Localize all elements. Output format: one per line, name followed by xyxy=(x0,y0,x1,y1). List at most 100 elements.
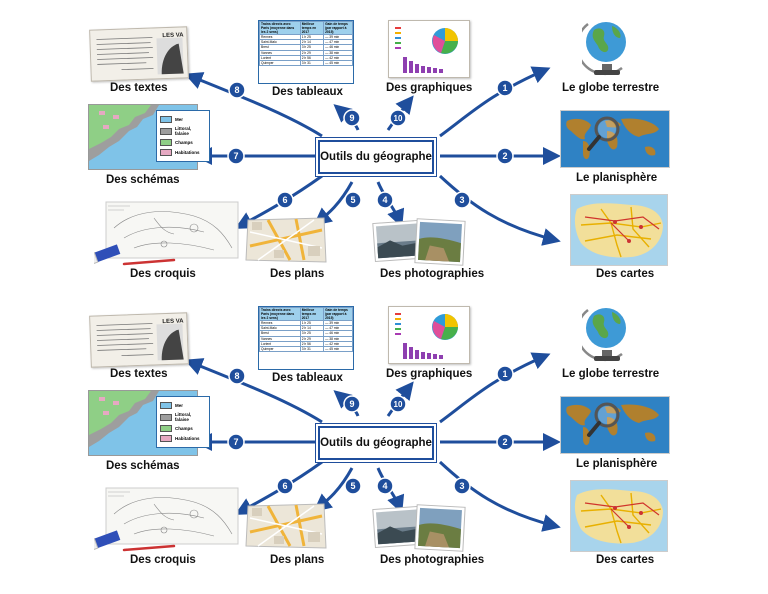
node-label-text: Des schémas xyxy=(106,174,180,186)
num-badge-8: 8 xyxy=(228,367,246,385)
num-badge-1: 1 xyxy=(496,365,514,383)
node-label-text: Le planisphère xyxy=(576,172,658,184)
globe-icon xyxy=(582,302,634,364)
photo-icon xyxy=(370,216,466,268)
city-plan-icon xyxy=(244,502,328,550)
node-number: 4 xyxy=(382,195,387,205)
node-number: 9 xyxy=(349,113,354,123)
node-number: 3 xyxy=(459,481,464,491)
arrow-6 xyxy=(234,174,323,229)
label-photographies: Des photographies xyxy=(380,554,484,566)
node-label-text: Des graphiques xyxy=(386,368,473,380)
node-number: 6 xyxy=(282,195,287,205)
label-textes: Des textes xyxy=(110,368,168,380)
photo-icon xyxy=(370,502,466,554)
legend-item-label: Champs xyxy=(175,426,193,431)
table-icon: Trains directs avec Paris (moyenne dans … xyxy=(258,20,354,84)
label-croquis: Des croquis xyxy=(130,268,196,280)
table-cell: — 47 min xyxy=(323,39,353,46)
node-label-text: Des tableaux xyxy=(272,372,343,384)
node-label-text: Le globe terrestre xyxy=(562,82,660,94)
node-number: 5 xyxy=(350,195,355,205)
table-header-cell: Gain de temps (par rapport à 2015) xyxy=(323,20,353,36)
node-label-text: Des cartes xyxy=(596,554,655,566)
num-badge-6: 6 xyxy=(276,191,294,209)
chart-icon xyxy=(388,20,470,78)
legend-item-label: Champs xyxy=(175,140,193,145)
label-textes: Des textes xyxy=(110,82,168,94)
node-label-text: Des textes xyxy=(110,82,168,94)
center-title-text: Outils du géographe xyxy=(320,437,432,449)
table-cell: — 45 min xyxy=(323,59,353,66)
sketch-icon xyxy=(94,484,244,554)
table-header-cell: Trains directs avec Paris (moyenne dans … xyxy=(259,20,301,36)
legend-item-label: Habitations xyxy=(175,150,200,155)
label-croquis: Des croquis xyxy=(130,554,196,566)
legend-item-label: Habitations xyxy=(175,436,200,441)
label-schemas: Des schémas xyxy=(106,174,180,186)
node-number: 9 xyxy=(349,399,354,409)
num-badge-10: 10 xyxy=(389,109,407,127)
label-cartes: Des cartes xyxy=(596,268,654,280)
world-map-icon xyxy=(560,110,670,168)
arrow-1 xyxy=(439,352,551,424)
arrows-layer: 1 2 3 4 5 6 7 8 9 10 xyxy=(184,352,561,532)
num-badge-6: 6 xyxy=(276,477,294,495)
node-number: 10 xyxy=(394,114,403,123)
node-number: 2 xyxy=(502,151,507,161)
schema-legend: Mer Littoral, falaise Champs Habitations xyxy=(156,396,210,448)
num-badge-10: 10 xyxy=(389,395,407,413)
road-map-icon xyxy=(570,480,668,552)
label-graphiques: Des graphiques xyxy=(386,82,472,94)
table-cell: Quimper xyxy=(259,345,301,352)
world-map-icon xyxy=(560,396,670,454)
mind-map-panel-2: 1 2 3 4 5 6 7 8 9 10 Outils du géographe… xyxy=(0,290,768,580)
schema-legend: Mer Littoral, falaise Champs Habitations xyxy=(156,110,210,162)
node-number: 4 xyxy=(382,481,387,491)
label-tableaux: Des tableaux xyxy=(272,372,343,384)
node-number: 6 xyxy=(282,481,287,491)
node-label-text: Des croquis xyxy=(130,554,196,566)
legend-item-label: Mer xyxy=(175,117,184,122)
newspaper-headline: LES VA xyxy=(162,32,184,39)
label-globe: Le globe terrestre xyxy=(562,368,659,380)
node-number: 3 xyxy=(459,195,464,205)
num-badge-5: 5 xyxy=(344,477,362,495)
arrow-8 xyxy=(184,358,323,424)
globe-icon xyxy=(582,16,634,78)
center-title-text: Outils du géographe xyxy=(320,151,432,163)
sketch-icon xyxy=(94,198,244,268)
num-badge-2: 2 xyxy=(496,147,514,165)
table-icon: Trains directs avec Paris (moyenne dans … xyxy=(258,306,354,370)
num-badge-8: 8 xyxy=(228,81,246,99)
num-badge-1: 1 xyxy=(496,79,514,97)
newspaper-headline: LES VA xyxy=(162,318,184,325)
table-header-cell: Meilleur temps en 2017 xyxy=(299,20,325,36)
table-cell: Quimper xyxy=(259,59,301,66)
label-planisphere: Le planisphère xyxy=(576,172,657,184)
node-number: 1 xyxy=(502,83,507,93)
table-cell: — 39 min xyxy=(323,320,353,327)
table-cell: — 38 min xyxy=(323,335,353,342)
label-tableaux: Des tableaux xyxy=(272,86,343,98)
label-globe: Le globe terrestre xyxy=(562,82,659,94)
table-cell: — 38 min xyxy=(323,49,353,56)
arrow-3 xyxy=(438,174,561,246)
table-cell: 3 h 31 xyxy=(299,345,325,352)
node-label-text: Des croquis xyxy=(130,268,196,280)
num-badge-7: 7 xyxy=(227,147,245,165)
node-label-text: Des textes xyxy=(110,368,168,380)
label-photographies: Des photographies xyxy=(380,268,484,280)
table-cell: — 46 min xyxy=(323,330,353,337)
node-label-text: Des graphiques xyxy=(386,82,473,94)
node-number: 8 xyxy=(234,85,239,95)
node-label-text: Des plans xyxy=(270,554,325,566)
num-badge-9: 9 xyxy=(343,109,361,127)
num-badge-5: 5 xyxy=(344,191,362,209)
node-label-text: Des schémas xyxy=(106,460,180,472)
road-map-icon xyxy=(570,194,668,266)
node-label-text: Le planisphère xyxy=(576,458,658,470)
